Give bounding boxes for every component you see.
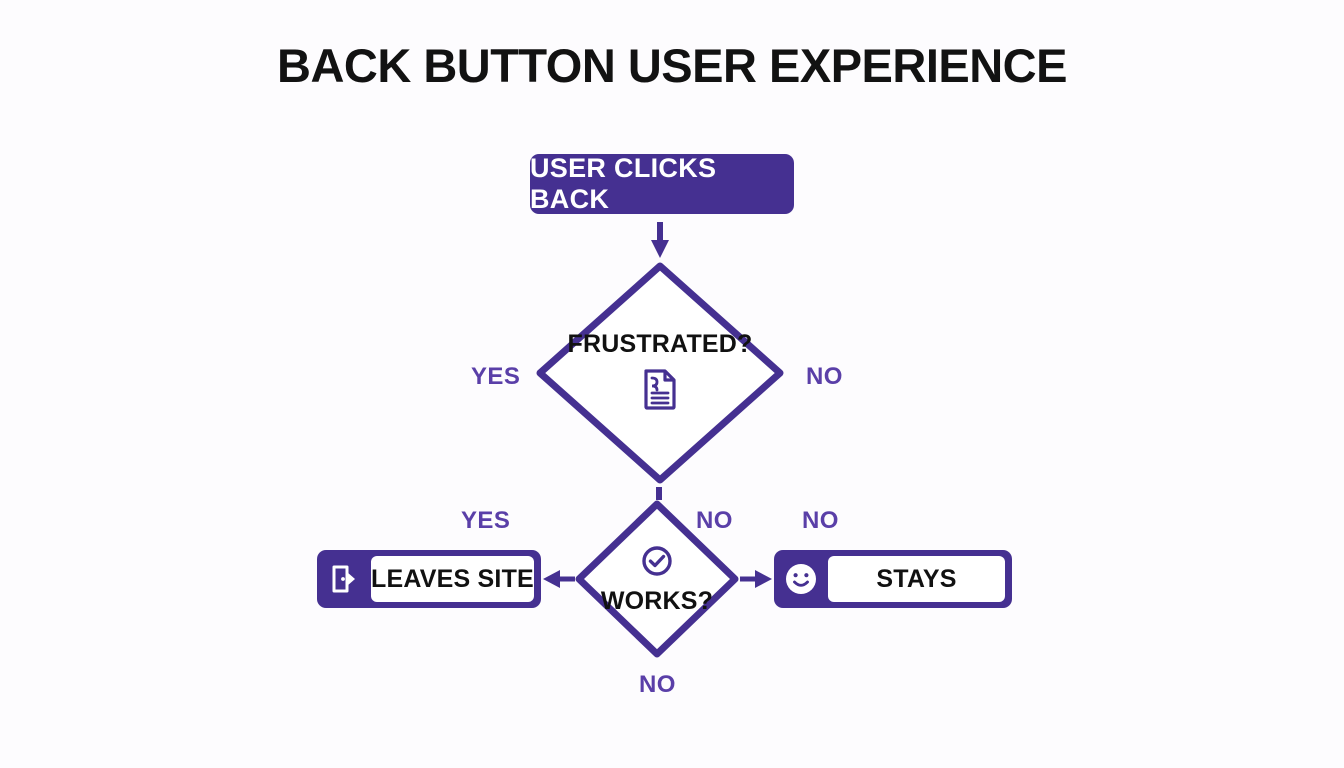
edge-label-works-no-mid: NO	[696, 507, 733, 534]
node-frustrated[interactable]: FRUSTRATED?	[536, 262, 784, 484]
exit-door-icon	[317, 550, 371, 608]
edge-label-works-no-right: NO	[802, 507, 839, 534]
node-stays[interactable]: STAYS	[774, 550, 1012, 608]
edge-start-to-frustrated	[651, 222, 669, 258]
node-works[interactable]: WORKS?	[578, 500, 736, 660]
node-leaves-site-inner: LEAVES SITE	[371, 556, 534, 602]
node-stays-label: STAYS	[876, 564, 957, 593]
node-works-label: WORKS?	[600, 587, 714, 615]
check-circle-icon	[640, 544, 674, 583]
edge-label-frustrated-yes: YES	[471, 363, 521, 390]
edge-label-frustrated-no: NO	[806, 363, 843, 390]
node-frustrated-label: FRUSTRATED?	[567, 330, 753, 358]
node-leaves-site-label: LEAVES SITE	[371, 564, 534, 593]
smiley-face-icon	[774, 550, 828, 608]
page-title: BACK BUTTON USER EXPERIENCE	[277, 39, 1067, 92]
node-user-clicks-back-label: USER CLICKS BACK	[530, 153, 717, 214]
edge-works-to-leaves	[543, 570, 575, 588]
document-icon	[640, 367, 680, 416]
node-leaves-site[interactable]: LEAVES SITE	[317, 550, 541, 608]
node-frustrated-content: FRUSTRATED?	[536, 262, 784, 484]
node-user-clicks-back[interactable]: USER CLICKS BACK	[530, 153, 794, 214]
edge-works-to-stays	[740, 570, 772, 588]
edge-label-works-yes: YES	[461, 507, 511, 534]
node-stays-inner: STAYS	[828, 556, 1005, 602]
edge-label-works-no-bottom: NO	[639, 671, 676, 698]
node-works-content: WORKS?	[578, 500, 736, 660]
